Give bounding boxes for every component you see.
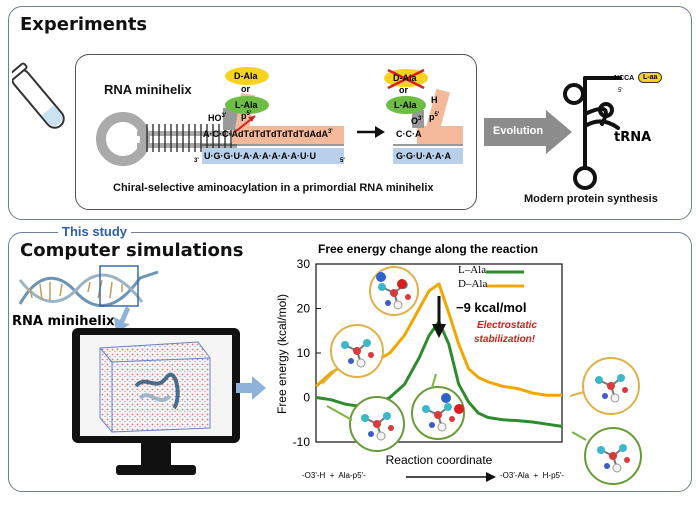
strand-5prime: 5' [340, 158, 345, 164]
rna-helix-image [18, 265, 159, 308]
this-study-label: This study [58, 224, 132, 239]
energy-difference-label: −9 kcal/mol [456, 300, 527, 315]
stabilization-label-2: stabilization! [474, 334, 536, 345]
monitor-neck [141, 443, 171, 467]
y-tick-label: 20 [297, 302, 311, 316]
or-label-2: or [399, 85, 408, 95]
experiments-caption: Chiral-selective aminoacylation in a pri… [113, 182, 434, 194]
positive-charge-icon [376, 272, 386, 282]
trna-diagram [563, 76, 622, 190]
experiments-title: Experiments [20, 14, 148, 35]
legend-l-ala: L–Ala [458, 264, 487, 276]
or-label: or [241, 84, 250, 94]
y-axis-label: Free energy (kcal/mol) [275, 294, 289, 414]
evolution-arrow [484, 110, 572, 154]
o-label: O3' [411, 116, 423, 126]
negative-charge-icon [397, 279, 407, 289]
negative-charge-icon-2 [454, 404, 464, 414]
x-axis-label: Reaction coordinate [386, 453, 493, 467]
stabilization-label-1: Electrostatic [477, 320, 538, 331]
bottom-strand: U·G·G·U·A·A·A·A·A·A·U·U [204, 151, 316, 161]
ho-label: HO3' [208, 113, 227, 123]
simulations-minihelix-label: RNA minihelix [12, 314, 115, 329]
strand-3prime: 3' [194, 158, 199, 164]
chart-title: Free energy change along the reaction [318, 242, 539, 256]
legend-d-ala: D–Ala [458, 278, 488, 290]
y-tick-label: 10 [297, 346, 311, 360]
minihelix-label: RNA minihelix [104, 82, 192, 97]
product-bottom-strand: G·G·U·A·A·A [396, 151, 451, 161]
l-ala-label-2: L-Ala [394, 100, 417, 110]
evolution-label: Evolution [493, 125, 544, 137]
modern-protein-label: Modern protein synthesis [524, 193, 658, 205]
laa-badge: L-aa [638, 72, 663, 83]
ncca-label: NCCA [614, 75, 635, 82]
product-top-strand: C·C·A [396, 129, 422, 139]
y-tick-label: 30 [297, 257, 311, 271]
p-label-2: p5' [429, 112, 440, 122]
d-ala-label: D-Ala [234, 71, 258, 81]
y-tick-label: 0 [303, 391, 310, 405]
minihelix-diagram [96, 67, 463, 166]
y-tick-label: -10 [293, 435, 311, 449]
zoom-arrow [114, 306, 130, 334]
energy-difference-arrow [432, 296, 446, 338]
product-formula: -O3'-Ala + H-p5'- [500, 471, 565, 480]
trna-label: tRNA [614, 130, 652, 145]
simulations-title: Computer simulations [20, 240, 244, 261]
chart-legend [486, 270, 524, 288]
reactant-formula: -O3'-H + Ala-p5'- [302, 471, 366, 480]
positive-charge-icon-2 [441, 393, 451, 403]
l-ala-label: L-Ala [235, 100, 258, 110]
d-ala-crossed-label: D-Ala [393, 73, 417, 83]
top-strand: A·C·C·AdTdTdTdTdTdTdAdA3' [203, 129, 333, 139]
p-label: p5' [241, 111, 252, 121]
monitor-base [116, 465, 196, 475]
test-tube-icon [12, 62, 65, 129]
simulation-box-image [99, 341, 211, 433]
to-chart-arrow [236, 376, 266, 400]
h-label: H [431, 95, 438, 105]
trna-5prime: 5' [618, 88, 623, 94]
reaction-direction-arrow [406, 472, 496, 482]
